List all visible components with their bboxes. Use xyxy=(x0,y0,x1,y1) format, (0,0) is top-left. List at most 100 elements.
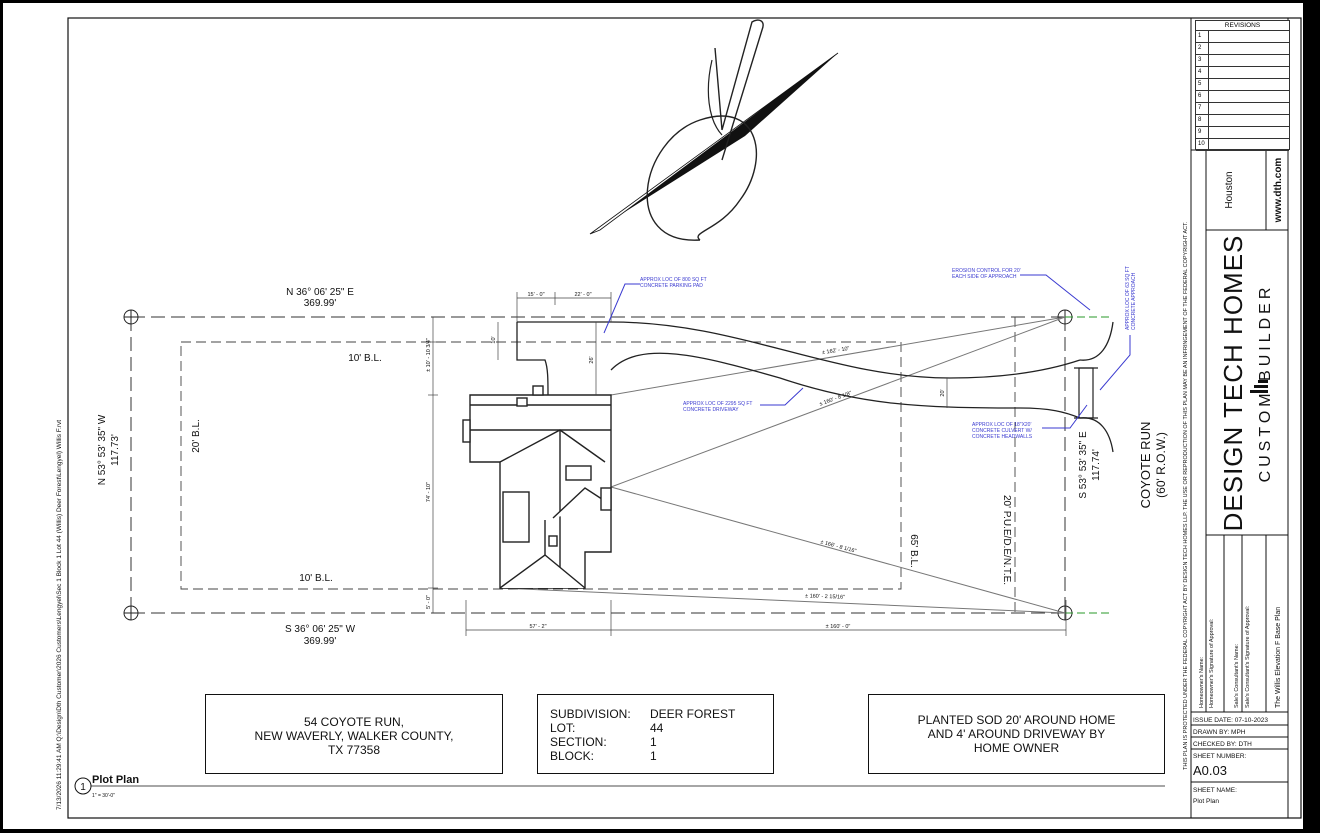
revision-number: 4 xyxy=(1196,67,1209,78)
bearing-right: S 53° 53' 35" E xyxy=(1078,431,1089,499)
revision-description xyxy=(1209,139,1289,150)
sod-note-line-3: HOME OWNER xyxy=(973,741,1060,755)
revision-number: 7 xyxy=(1196,103,1209,114)
sheet-name-label: SHEET NAME: xyxy=(1193,787,1237,794)
revision-row: 5 xyxy=(1196,79,1289,91)
title-block-frame xyxy=(1190,18,1289,818)
note-driveway: APPROX LOC OF 2295 SQ FT CONCRETE DRIVEW… xyxy=(683,401,752,413)
revision-row: 8 xyxy=(1196,115,1289,127)
dim-5: 5' - 0" xyxy=(426,595,432,609)
legal-label: LOT: xyxy=(550,721,576,735)
revisions-header: REVISIONS xyxy=(1196,21,1289,31)
driveway-outline xyxy=(516,321,1114,453)
bearing-bottom: S 36° 06' 25" W xyxy=(285,624,356,635)
company-website: www.dth.com xyxy=(1273,158,1284,224)
dim-15: 15' - 0" xyxy=(527,292,544,298)
building-line-top: 10' B.L. xyxy=(348,353,382,364)
dim-10-b: 10' xyxy=(491,336,497,343)
note-parking-pad: APPROX LOC OF 800 SQ FT CONCRETE PARKING… xyxy=(640,277,707,289)
revision-row: 1 xyxy=(1196,31,1289,43)
revision-number: 10 xyxy=(1196,139,1209,150)
note-erosion-control: EROSION CONTROL FOR 20' EACH SIDE OF APP… xyxy=(952,268,1021,280)
dimension-lines xyxy=(428,292,1067,636)
revision-description xyxy=(1209,91,1289,102)
revision-number: 6 xyxy=(1196,91,1209,102)
address-box: 54 COYOTE RUN, NEW WAVERLY, WALKER COUNT… xyxy=(205,694,503,774)
building-line-right: 65' B.L. xyxy=(908,534,919,568)
note-leaders xyxy=(603,274,1131,429)
note-culvert: APPROX LOC OF 18"X20' CONCRETE CULVERT W… xyxy=(972,422,1032,440)
side-stamp: 7/13/2026 11:29:41 AM Q:\Design\Dth Cust… xyxy=(56,420,63,810)
homeowner-signature-field: Homeowner's Signature of Approval: xyxy=(1209,618,1215,708)
address-line-1: 54 COYOTE RUN, xyxy=(303,715,405,729)
revision-row: 4 xyxy=(1196,67,1289,79)
legal-label: BLOCK: xyxy=(550,749,595,763)
legal-value: 44 xyxy=(650,721,664,735)
address-line-2: NEW WAVERLY, WALKER COUNTY, xyxy=(254,729,454,743)
address-line-3: TX 77358 xyxy=(327,743,381,757)
checked-by: CHECKED BY: DTH xyxy=(1193,741,1252,748)
revision-description xyxy=(1209,79,1289,90)
dim-diag-1: ± 162' - 10" xyxy=(822,346,850,356)
company-name: DESIGN TECH HOMES xyxy=(1218,235,1248,532)
legal-label: SUBDIVISION: xyxy=(550,707,631,721)
revision-number: 3 xyxy=(1196,55,1209,66)
revision-number: 1 xyxy=(1196,31,1209,42)
dim-74: 74' - 10" xyxy=(426,482,432,502)
consultant-name-field: Sale's Consultant's Name: xyxy=(1234,643,1240,708)
revision-number: 9 xyxy=(1196,127,1209,138)
legal-row: LOT: 44 xyxy=(550,721,773,735)
dim-20: 20' xyxy=(940,389,946,396)
plan-name: The Willis Elevation F Base Plan xyxy=(1275,607,1282,708)
view-callout-number: 1 xyxy=(80,782,86,793)
right-of-way: (60' R.O.W.) xyxy=(1154,432,1168,498)
dim-160: ± 160' - 0" xyxy=(826,624,851,630)
easement-label: 20' P.U.E/D.E/N.T.E. xyxy=(1001,495,1012,585)
revision-description xyxy=(1209,115,1289,126)
house-footprint xyxy=(462,385,612,589)
revision-description xyxy=(1209,67,1289,78)
sheet-name: Plot Plan xyxy=(1193,798,1219,805)
distance-top: 369.99' xyxy=(304,298,337,309)
issue-date: ISSUE DATE: 07-10-2023 xyxy=(1193,717,1268,724)
consultant-signature-field: Sale's Consultant's Signature of Approva… xyxy=(1245,605,1251,708)
legal-value: DEER FOREST xyxy=(650,707,736,721)
building-line-bottom: 10' B.L. xyxy=(299,573,333,584)
revision-description xyxy=(1209,31,1289,42)
copyright-notice: THIS PLAN IS PROTECTED UNDER THE FEDERAL… xyxy=(1183,221,1189,770)
drawn-by: DRAWN BY: MPH xyxy=(1193,729,1246,736)
legal-label: SECTION: xyxy=(550,735,607,749)
distance-left: 117.73' xyxy=(110,434,121,466)
revision-row: 2 xyxy=(1196,43,1289,55)
distance-bottom: 369.99' xyxy=(304,636,337,647)
legal-row: SUBDIVISION: DEER FOREST xyxy=(550,707,773,721)
revision-description xyxy=(1209,127,1289,138)
sheet-number-label: SHEET NUMBER: xyxy=(1193,753,1247,760)
paper xyxy=(3,3,1303,829)
homeowner-name-field: Homeowner's Name: xyxy=(1199,656,1205,708)
building-line-left: 20' B.L. xyxy=(191,419,202,453)
property-line xyxy=(130,316,1066,614)
dim-26: 26' xyxy=(589,356,595,363)
legal-value: 1 xyxy=(650,735,657,749)
note-approach: APPROX LOC OF 63 SQ FT CONCRETE APPROACH xyxy=(1125,266,1137,330)
dim-diag-4: ± 160' - 2 15/16" xyxy=(805,593,845,600)
distance-right: 117.74' xyxy=(1091,449,1102,481)
sheet-border xyxy=(67,17,1302,819)
revision-description xyxy=(1209,103,1289,114)
sheet-number: A0.03 xyxy=(1193,763,1227,778)
building-line xyxy=(180,341,902,590)
triangulation-lines xyxy=(499,316,1066,614)
office-city: Houston xyxy=(1224,171,1235,208)
view-scale: 1" = 30'-0" xyxy=(92,793,115,799)
legal-row: BLOCK:1 xyxy=(550,749,773,763)
revision-description xyxy=(1209,43,1289,54)
street-name: COYOTE RUN xyxy=(1138,422,1153,509)
revision-row: 10 xyxy=(1196,139,1289,151)
revision-row: 7 xyxy=(1196,103,1289,115)
